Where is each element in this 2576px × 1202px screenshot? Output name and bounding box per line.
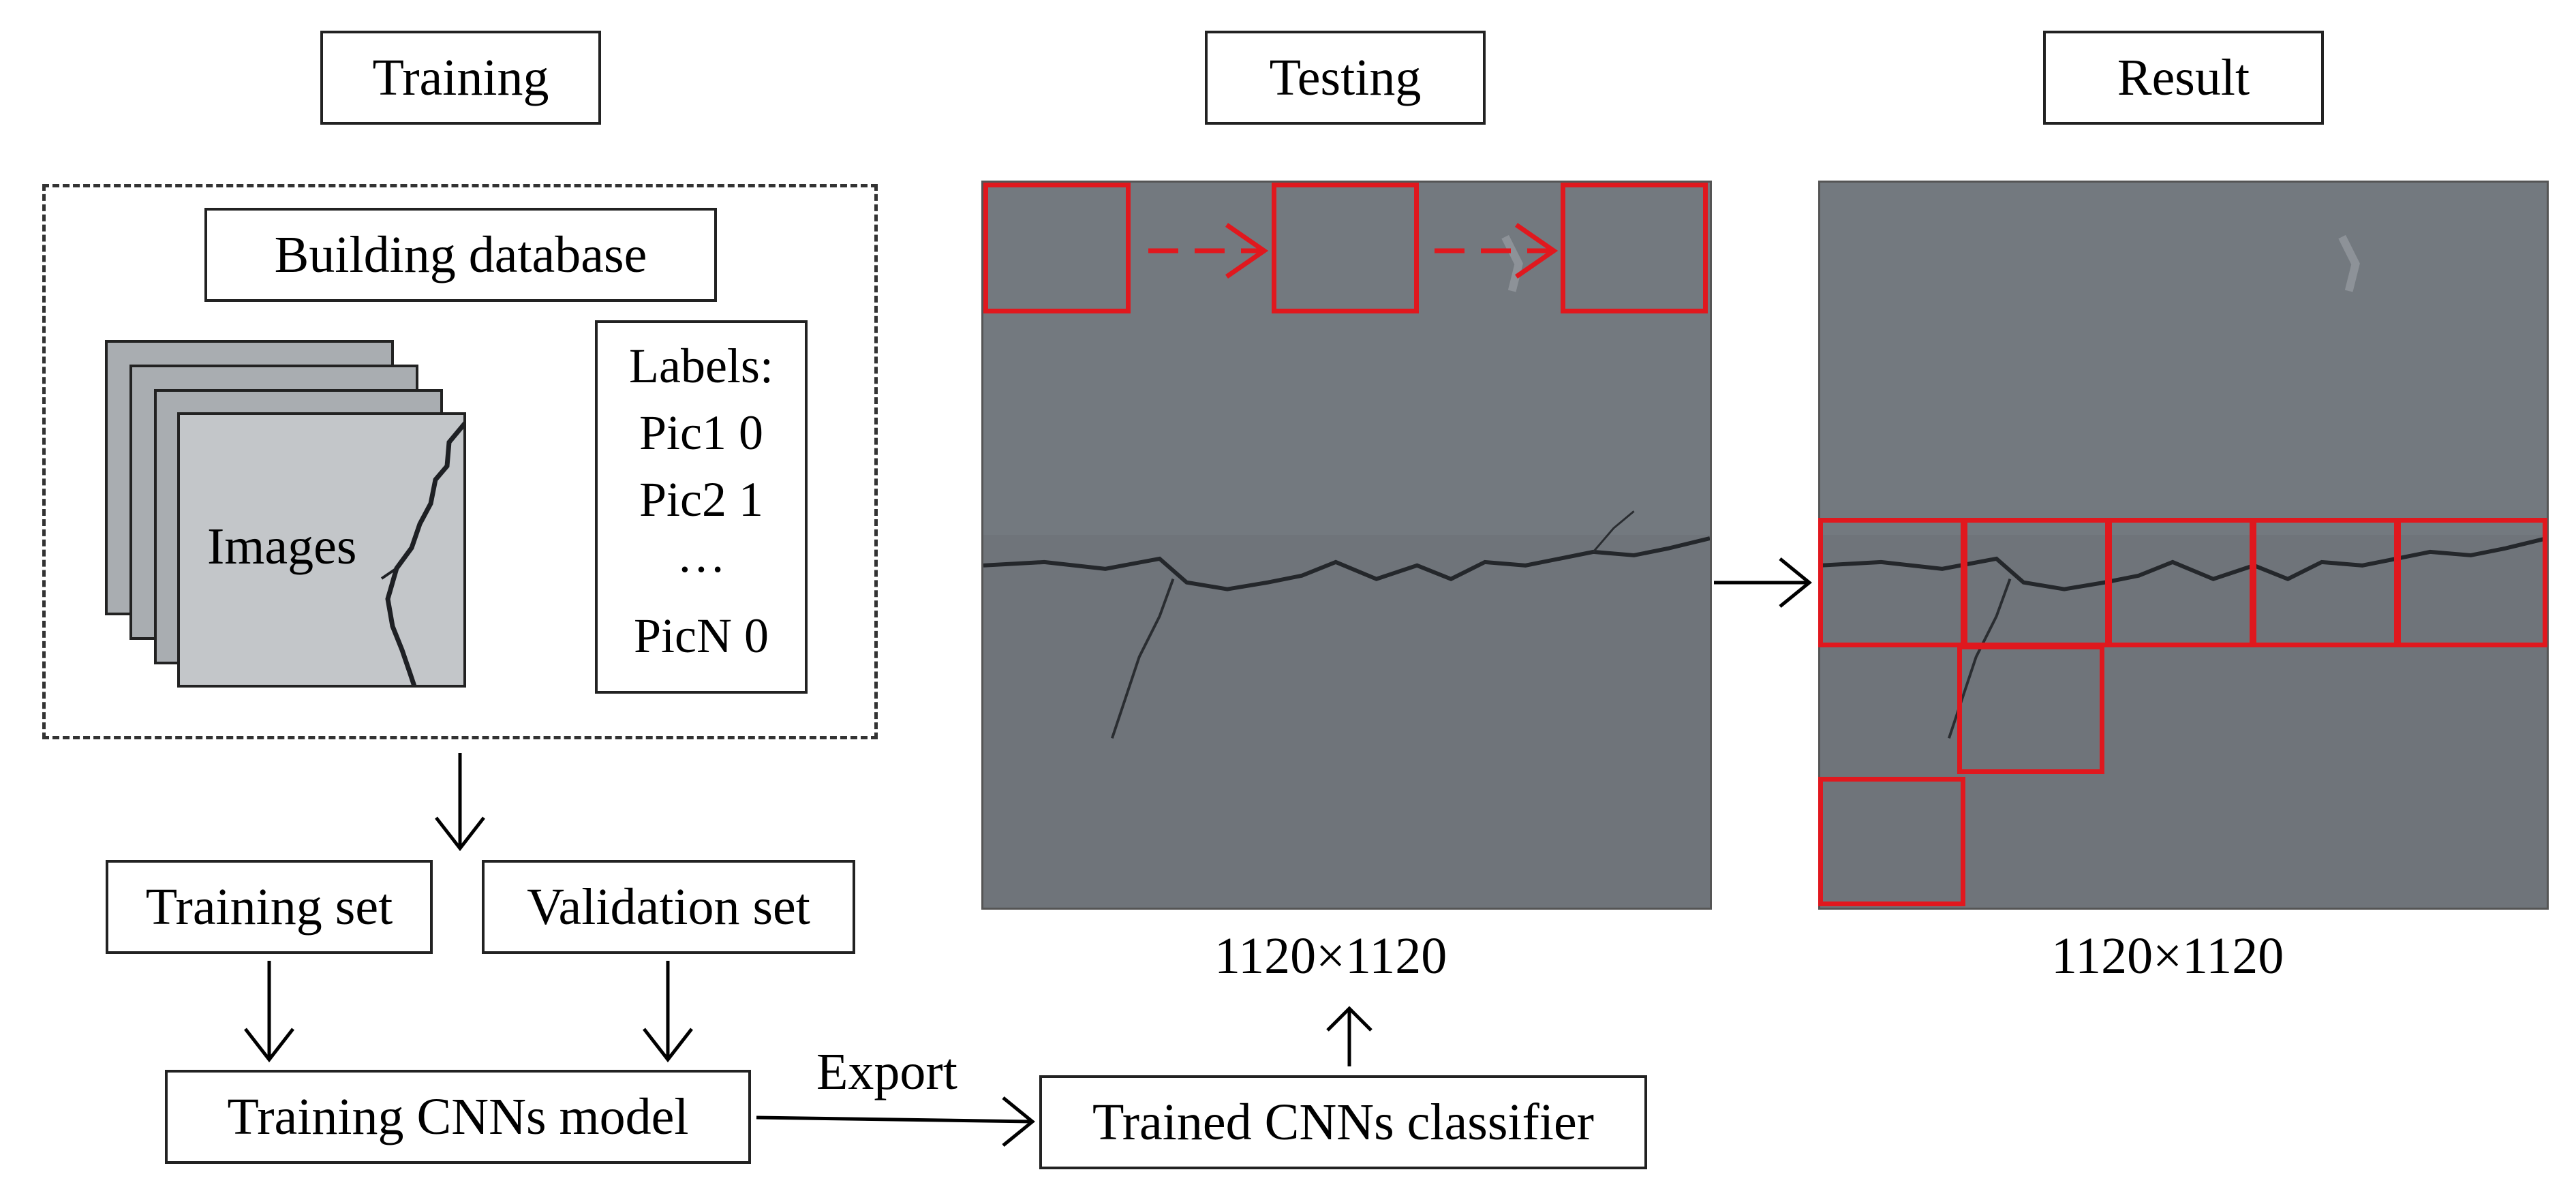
arrow-database-to-sets [435, 753, 485, 852]
building-database-box: Building database [204, 208, 717, 302]
images-label: Images [207, 518, 357, 575]
export-label: Export [816, 1043, 957, 1100]
label-entry: Pic2 1 [639, 472, 763, 527]
arrow-export [756, 1096, 1035, 1147]
training-model-label: Training CNNs model [227, 1088, 689, 1145]
result-header: Result [2043, 31, 2324, 125]
crack-detection-box [1957, 645, 2104, 774]
crack-image-front [180, 415, 463, 685]
result-header-label: Result [2117, 48, 2250, 106]
training-header: Training [320, 31, 601, 125]
testing-header-label: Testing [1269, 48, 1422, 106]
crack-detection-box [2107, 518, 2254, 647]
labels-box: Labels: Pic1 0 Pic2 1 … PicN 0 [595, 320, 808, 694]
testing-size-label: 1120×1120 [1214, 927, 1447, 985]
image-card: Images [177, 412, 466, 688]
arrow-training-set-down [244, 961, 294, 1063]
trained-classifier-box: Trained CNNs classifier [1039, 1075, 1647, 1169]
crack-detection-box [2396, 518, 2547, 647]
trained-classifier-label: Trained CNNs classifier [1092, 1093, 1594, 1151]
training-set-label: Training set [145, 878, 393, 936]
crack-detection-box [1963, 518, 2110, 647]
building-database-label: Building database [274, 226, 647, 283]
validation-set-box: Validation set [482, 860, 855, 954]
sliding-window [983, 183, 1131, 313]
training-model-box: Training CNNs model [165, 1070, 751, 1164]
label-ellipsis: … [677, 528, 726, 583]
result-pavement [1820, 183, 2547, 908]
validation-set-label: Validation set [527, 878, 810, 936]
training-set-box: Training set [106, 860, 433, 954]
crack-detection-box [1818, 518, 1965, 647]
arrow-classifier-up [1326, 1006, 1373, 1066]
training-header-label: Training [372, 48, 549, 106]
crack-detection-box [1818, 777, 1965, 906]
database-container [42, 184, 878, 739]
sliding-window [1272, 183, 1419, 313]
label-entry: Pic1 0 [639, 405, 763, 460]
result-size-label: 1120×1120 [2051, 927, 2284, 985]
image-stack: Images [102, 337, 491, 698]
arrow-validation-set-down [643, 961, 693, 1063]
label-entry: PicN 0 [634, 608, 769, 663]
testing-image [981, 181, 1712, 910]
sliding-window [1561, 183, 1708, 313]
labels-title: Labels: [629, 339, 773, 393]
crack-detection-box [2252, 518, 2399, 647]
testing-pavement [983, 183, 1710, 908]
testing-header: Testing [1205, 31, 1486, 125]
arrow-testing-to-result [1714, 557, 1812, 608]
